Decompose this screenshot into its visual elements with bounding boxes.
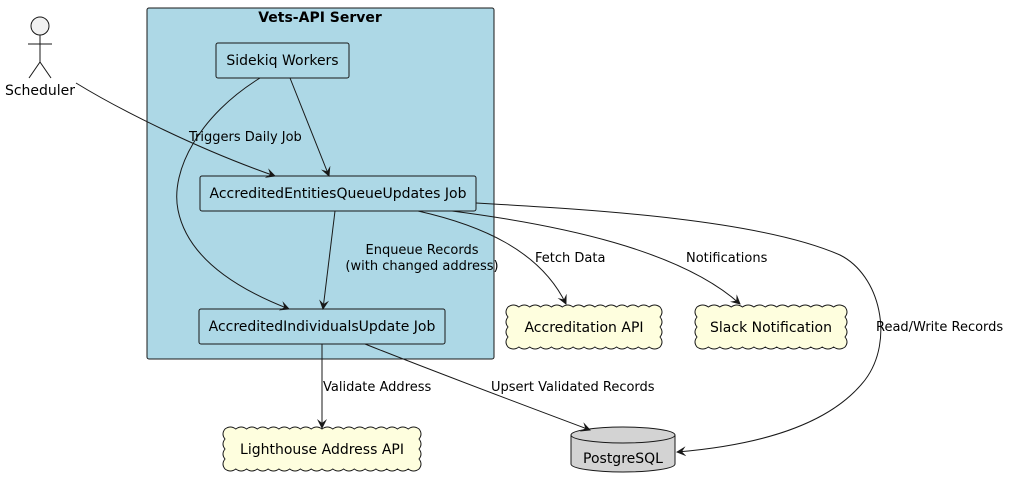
edges: [75, 77, 882, 457]
sidekiq-workers-node: Sidekiq Workers: [215, 42, 350, 79]
slack-notification-cloud: Slack Notification: [694, 304, 848, 350]
edge-label-validate: Validate Address: [323, 380, 432, 395]
individuals-update-job-label: AccreditedIndividualsUpdate Job: [209, 319, 436, 335]
edge-sidekiq-to-queue-job: [289, 77, 331, 177]
edge-queue-to-postgresql: [475, 202, 882, 457]
postgresql-database: [570, 426, 676, 473]
edge-queue-to-individuals-job: [319, 210, 336, 310]
scheduler-actor: [28, 16, 52, 79]
edge-label-triggers: Triggers Daily Job: [188, 130, 302, 145]
edge-queue-to-accreditation-api: [417, 210, 567, 305]
accreditation-api-label: Accreditation API: [524, 320, 643, 336]
lighthouse-address-api-label: Lighthouse Address API: [240, 442, 404, 458]
edge-label-fetch: Fetch Data: [535, 251, 605, 266]
accreditation-api-cloud: Accreditation API: [505, 304, 663, 350]
actor-head: [30, 16, 50, 36]
edge-label-upsert: Upsert Validated Records: [491, 380, 655, 395]
edge-queue-to-slack: [451, 210, 741, 305]
sidekiq-workers-label: Sidekiq Workers: [226, 53, 338, 69]
edge-label-enqueue-line2: (with changed address): [345, 259, 498, 274]
queue-updates-job-label: AccreditedEntitiesQueueUpdates Job: [210, 186, 467, 202]
edge-individuals-to-postgresql: [364, 343, 591, 432]
edge-label-read-write: Read/Write Records: [876, 320, 1003, 335]
actor-label: Scheduler: [5, 83, 75, 99]
edge-label-notifications: Notifications: [686, 251, 768, 266]
edge-sidekiq-to-individuals-job: [176, 77, 290, 311]
individuals-update-job-node: AccreditedIndividualsUpdate Job: [198, 308, 446, 345]
lighthouse-address-api-cloud: Lighthouse Address API: [222, 426, 422, 472]
container-title: Vets-API Server: [258, 10, 382, 26]
queue-updates-job-node: AccreditedEntitiesQueueUpdates Job: [199, 175, 477, 212]
postgresql-label: PostgreSQL: [583, 451, 663, 467]
edge-label-enqueue-line1: Enqueue Records: [365, 243, 478, 258]
edge-scheduler-to-queue-job: [75, 82, 276, 178]
slack-notification-label: Slack Notification: [710, 320, 832, 336]
